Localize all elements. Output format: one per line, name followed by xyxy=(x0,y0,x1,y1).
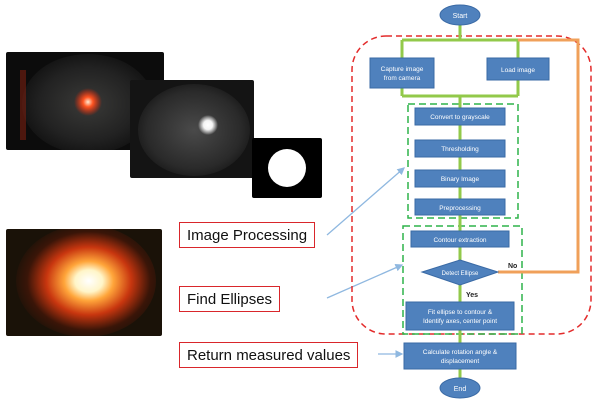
fit-line-1: Fit ellipse to contour & xyxy=(428,309,493,316)
photo-binary xyxy=(252,138,322,198)
preprocess-text: Preprocessing xyxy=(439,205,481,212)
calculate-box: Calculate rotation angle & displacement xyxy=(403,342,517,370)
grayscale-text: Convert to grayscale xyxy=(430,114,490,121)
binary-box: Binary Image xyxy=(414,169,506,188)
fit-ellipse-box: Fit ellipse to contour & Identify axes, … xyxy=(405,301,515,331)
start-node: Start xyxy=(439,4,481,26)
callout-line-ellipses xyxy=(326,264,404,299)
threshold-box: Thresholding xyxy=(414,139,506,158)
label-return-values: Return measured values xyxy=(179,342,359,368)
photo-bright-spot xyxy=(6,229,162,336)
label-image-processing: Image Processing xyxy=(179,222,316,248)
green-dashed-processing xyxy=(407,103,519,219)
label-find-ellipses: Find Ellipses xyxy=(179,286,281,312)
load-image-box: Load image xyxy=(486,57,550,81)
grayscale-box: Convert to grayscale xyxy=(414,107,506,126)
contour-box: Contour extraction xyxy=(410,230,510,248)
detect-diamond: Detect Ellipse xyxy=(420,259,500,286)
threshold-text: Thresholding xyxy=(441,146,479,153)
calc-line-2: displacement xyxy=(441,358,479,365)
capture-image-box: Capture image from camera xyxy=(369,57,435,89)
start-text: Start xyxy=(453,13,468,20)
end-node: End xyxy=(439,377,481,399)
calc-line-1: Calculate rotation angle & xyxy=(423,349,498,356)
load-text: Load image xyxy=(501,67,535,74)
photo-grayscale xyxy=(130,80,254,178)
preprocess-box: Preprocessing xyxy=(414,198,506,216)
capture-line-2: from camera xyxy=(384,75,421,82)
callout-line-processing xyxy=(326,167,405,236)
green-dashed-ellipses xyxy=(402,225,523,335)
binary-text: Binary Image xyxy=(441,176,480,183)
end-text: End xyxy=(454,386,467,393)
detect-text: Detect Ellipse xyxy=(442,271,479,277)
yes-label: Yes xyxy=(466,292,478,299)
fit-line-2: Identify axes, center point xyxy=(423,318,497,325)
capture-line-1: Capture image xyxy=(381,66,424,73)
contour-text: Contour extraction xyxy=(433,237,486,244)
no-loop-arrow xyxy=(498,38,580,274)
no-label: No xyxy=(508,263,517,270)
